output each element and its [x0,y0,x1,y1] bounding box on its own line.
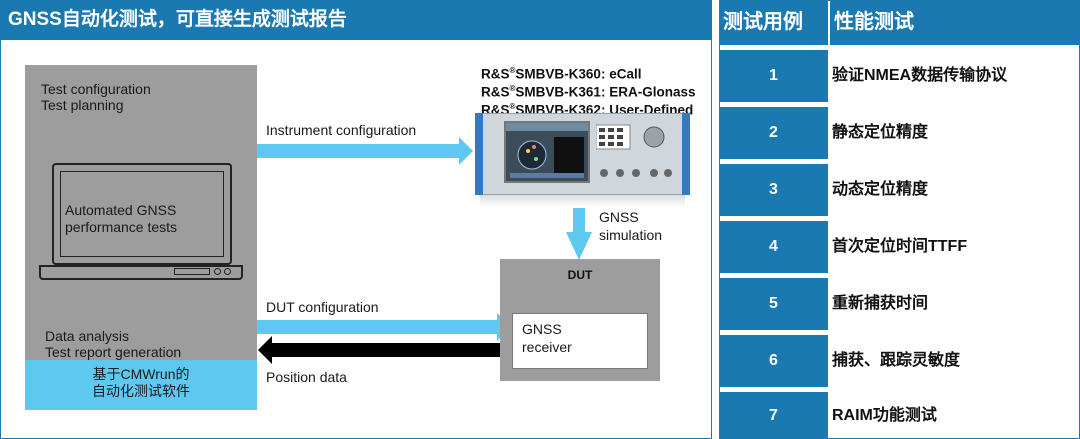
gnss-simulation-arrow [566,208,592,260]
diagram-arrows [257,137,592,364]
dut-label: DUT [567,268,593,282]
row-number: 7 [769,407,778,424]
cmwrun-line1: 基于CMWrun的 [92,366,190,382]
table-row-test: RAIM功能测试 [828,392,1080,439]
row-separator [719,387,1080,392]
laptop-display [60,171,224,257]
laptop-icon [52,163,232,265]
laptop-base [39,265,243,280]
panel-bottom-line1: Data analysis [45,328,130,344]
dut-config-arrow [257,313,511,341]
slide-title: GNSS自动化测试，可直接生成测试报告 [0,0,712,40]
row-separator [719,45,1080,50]
row-number: 3 [769,181,778,198]
position-data-label: Position data [266,369,347,385]
instrument-handle-left [475,113,483,195]
table-row-num: 3 [719,164,828,216]
product-k360: R&S®SMBVB-K360: eCall [481,66,642,82]
test-software-panel [25,65,257,410]
table-row-num: 1 [719,50,828,102]
product-k361: R&S®SMBVB-K361: ERA-Glonass [481,84,696,100]
table-row-test: 重新捕获时间 [828,278,1080,330]
row-number: 2 [769,124,778,141]
table-row-num: 4 [719,221,828,273]
laptop-line2: performance tests [65,219,178,235]
gnss-receiver-box [512,313,648,369]
row-number: 4 [769,238,778,255]
panel-top-line2: Test planning [41,97,124,113]
instrument-keypad [596,123,676,187]
table-row-test: 捕获、跟踪灵敏度 [828,335,1080,387]
panel-top-line1: Test configuration [41,81,151,97]
instrument-screen [504,121,590,183]
table-row-num: 2 [719,107,828,159]
row-separator [719,330,1080,335]
panel-bottom-line2: Test report generation [45,344,182,360]
gnss-receiver-line2: receiver [522,339,572,355]
row-number: 6 [769,352,778,369]
gnss-receiver-line1: GNSS [522,321,562,337]
table-row-num: 7 [719,392,828,439]
laptop-line1: Automated GNSS [65,202,177,218]
row-number: 1 [769,67,778,84]
position-data-arrow [258,336,512,364]
row-number: 5 [769,295,778,312]
cmwrun-line2: 自动化测试软件 [92,383,190,399]
table-header-case: 测试用例 [719,0,828,45]
instrument-handle-right [682,113,690,195]
gnss-simulation-line2: simulation [599,227,663,243]
table-row-test: 首次定位时间TTFF [828,221,1080,273]
row-separator [719,102,1080,107]
laptop-slot [174,268,210,275]
table-row-test: 验证NMEA数据传输协议 [828,50,1080,102]
instrument-config-label: Instrument configuration [266,122,417,138]
row-separator [719,159,1080,164]
header-divider [828,0,830,45]
table-row-num: 5 [719,278,828,330]
row-separator [719,216,1080,221]
row-separator [719,273,1080,278]
instrument-reflection [480,195,685,207]
gnss-simulation-line1: GNSS [599,209,639,225]
cmwrun-band [25,360,257,410]
laptop-led-icon [224,268,231,275]
table-row-test: 静态定位精度 [828,107,1080,159]
table-header-test: 性能测试 [830,0,1080,45]
instrument-config-arrow [257,137,473,165]
table-row-test: 动态定位精度 [828,164,1080,216]
dut-config-label: DUT configuration [266,299,379,315]
table-row-num: 6 [719,335,828,387]
laptop-led-icon [214,268,221,275]
